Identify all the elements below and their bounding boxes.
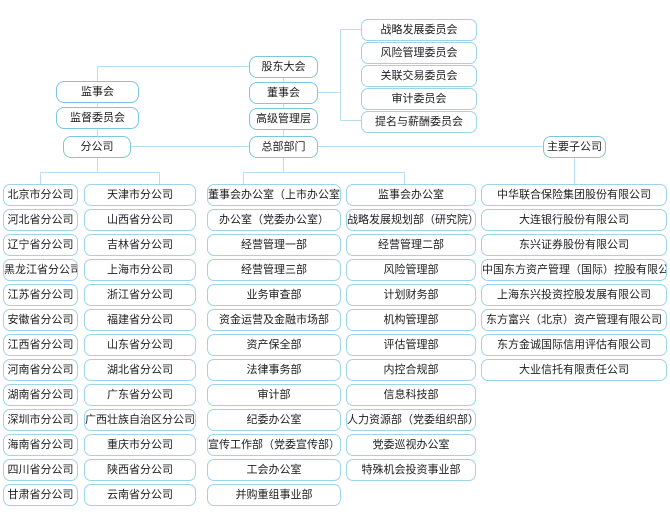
node-shareholders-meeting[interactable]: 股东大会 bbox=[249, 56, 318, 78]
node-branch[interactable]: 江西省分公司 bbox=[3, 334, 78, 356]
node-branch[interactable]: 福建省分公司 bbox=[84, 309, 196, 331]
node-department[interactable]: 党委巡视办公室 bbox=[346, 434, 476, 456]
node-board-of-directors[interactable]: 董事会 bbox=[249, 82, 318, 104]
node-committee[interactable]: 审计委员会 bbox=[361, 88, 477, 110]
node-department[interactable]: 审计部 bbox=[207, 384, 341, 406]
node-subsidiary[interactable]: 东方富兴（北京）资产管理有限公司 bbox=[481, 309, 667, 331]
group-header-headquarters[interactable]: 总部部门 bbox=[249, 136, 318, 158]
node-branch[interactable]: 浙江省分公司 bbox=[84, 284, 196, 306]
node-branch[interactable]: 天津市分公司 bbox=[84, 184, 196, 206]
node-branch[interactable]: 上海市分公司 bbox=[84, 259, 196, 281]
node-department[interactable]: 监事会办公室 bbox=[346, 184, 476, 206]
node-department[interactable]: 纪委办公室 bbox=[207, 409, 341, 431]
node-supervision-committee[interactable]: 监督委员会 bbox=[56, 107, 139, 129]
node-department[interactable]: 人力资源部（党委组织部） bbox=[346, 409, 476, 431]
node-branch[interactable]: 黑龙江省分公司 bbox=[3, 259, 78, 281]
node-department[interactable]: 机构管理部 bbox=[346, 309, 476, 331]
node-branch[interactable]: 吉林省分公司 bbox=[84, 234, 196, 256]
node-department[interactable]: 并购重组事业部 bbox=[207, 484, 341, 506]
node-department[interactable]: 业务审查部 bbox=[207, 284, 341, 306]
node-branch[interactable]: 山西省分公司 bbox=[84, 209, 196, 231]
node-department[interactable]: 董事会办公室（上市办公室） bbox=[207, 184, 341, 206]
group-header-subsidiaries[interactable]: 主要子公司 bbox=[543, 136, 606, 158]
node-branch[interactable]: 河北省分公司 bbox=[3, 209, 78, 231]
node-branch[interactable]: 广西壮族自治区分公司 bbox=[84, 409, 196, 431]
node-department[interactable]: 经营管理三部 bbox=[207, 259, 341, 281]
node-department[interactable]: 宣传工作部（党委宣传部） bbox=[207, 434, 341, 456]
node-branch[interactable]: 河南省分公司 bbox=[3, 359, 78, 381]
node-department[interactable]: 信息科技部 bbox=[346, 384, 476, 406]
node-department[interactable]: 特殊机会投资事业部 bbox=[346, 459, 476, 481]
node-committee[interactable]: 战略发展委员会 bbox=[361, 19, 477, 41]
node-department[interactable]: 资产保全部 bbox=[207, 334, 341, 356]
node-department[interactable]: 评估管理部 bbox=[346, 334, 476, 356]
node-subsidiary[interactable]: 中华联合保险集团股份有限公司 bbox=[481, 184, 667, 206]
node-subsidiary[interactable]: 大业信托有限责任公司 bbox=[481, 359, 667, 381]
node-department[interactable]: 战略发展规划部（研究院） bbox=[346, 209, 476, 231]
node-committee[interactable]: 关联交易委员会 bbox=[361, 65, 477, 87]
node-branch[interactable]: 广东省分公司 bbox=[84, 384, 196, 406]
node-branch[interactable]: 江苏省分公司 bbox=[3, 284, 78, 306]
node-branch[interactable]: 重庆市分公司 bbox=[84, 434, 196, 456]
node-branch[interactable]: 海南省分公司 bbox=[3, 434, 78, 456]
node-senior-management[interactable]: 高级管理层 bbox=[249, 108, 318, 130]
node-supervisory-board[interactable]: 监事会 bbox=[56, 81, 139, 103]
node-subsidiary[interactable]: 东兴证券股份有限公司 bbox=[481, 234, 667, 256]
node-department[interactable]: 风险管理部 bbox=[346, 259, 476, 281]
node-branch[interactable]: 陕西省分公司 bbox=[84, 459, 196, 481]
node-department[interactable]: 经营管理二部 bbox=[346, 234, 476, 256]
node-subsidiary[interactable]: 上海东兴投资控股发展有限公司 bbox=[481, 284, 667, 306]
node-branch[interactable]: 云南省分公司 bbox=[84, 484, 196, 506]
node-department[interactable]: 工会办公室 bbox=[207, 459, 341, 481]
node-branch[interactable]: 甘肃省分公司 bbox=[3, 484, 78, 506]
node-department[interactable]: 办公室（党委办公室） bbox=[207, 209, 341, 231]
node-branch[interactable]: 深圳市分公司 bbox=[3, 409, 78, 431]
node-subsidiary[interactable]: 东方金诚国际信用评估有限公司 bbox=[481, 334, 667, 356]
group-header-branches[interactable]: 分公司 bbox=[63, 136, 131, 158]
node-department[interactable]: 经营管理一部 bbox=[207, 234, 341, 256]
node-branch[interactable]: 山东省分公司 bbox=[84, 334, 196, 356]
node-branch[interactable]: 湖南省分公司 bbox=[3, 384, 78, 406]
node-subsidiary[interactable]: 中国东方资产管理（国际）控股有限公司 bbox=[481, 259, 667, 281]
node-subsidiary[interactable]: 大连银行股份有限公司 bbox=[481, 209, 667, 231]
node-branch[interactable]: 安徽省分公司 bbox=[3, 309, 78, 331]
node-department[interactable]: 计划财务部 bbox=[346, 284, 476, 306]
node-department[interactable]: 内控合规部 bbox=[346, 359, 476, 381]
node-department[interactable]: 资金运营及金融市场部 bbox=[207, 309, 341, 331]
node-department[interactable]: 法律事务部 bbox=[207, 359, 341, 381]
node-branch[interactable]: 湖北省分公司 bbox=[84, 359, 196, 381]
node-committee[interactable]: 风险管理委员会 bbox=[361, 42, 477, 64]
node-branch[interactable]: 辽宁省分公司 bbox=[3, 234, 78, 256]
node-committee[interactable]: 提名与薪酬委员会 bbox=[361, 111, 477, 133]
node-branch[interactable]: 四川省分公司 bbox=[3, 459, 78, 481]
node-branch[interactable]: 北京市分公司 bbox=[3, 184, 78, 206]
